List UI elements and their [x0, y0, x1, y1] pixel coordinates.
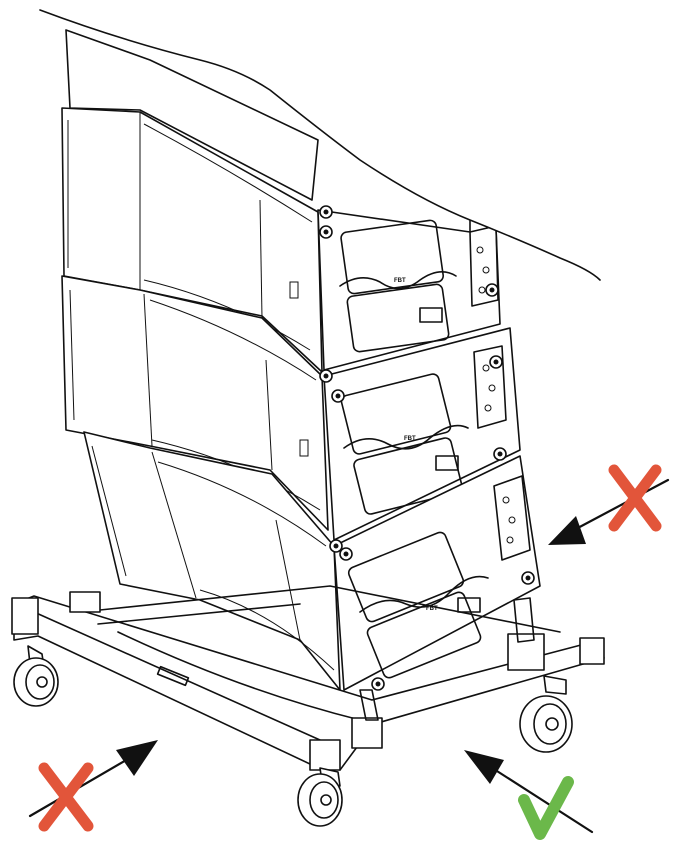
speaker-stack-front [61, 29, 341, 691]
link-bracket [351, 717, 383, 749]
wheel-front-left [13, 645, 59, 707]
arrow-head [464, 750, 504, 784]
caster-wheels [13, 645, 573, 827]
cover-sheet-edge [39, 9, 601, 281]
wheel-rear-right [519, 675, 573, 753]
corner-bracket [579, 637, 605, 665]
link-bracket [507, 633, 545, 671]
wheel-front-center [297, 767, 343, 827]
back-panel-3 [333, 455, 541, 691]
push-direction-arrows [28, 478, 670, 834]
corner-bracket [11, 597, 39, 635]
brand-label: FBT [426, 606, 438, 612]
rigging-pins [319, 205, 535, 691]
cover-sheet [40, 0, 681, 280]
brand-label: FBT [404, 436, 416, 442]
check-mark-icon [518, 776, 574, 840]
arrow-head [548, 516, 586, 545]
corner-bracket [309, 739, 341, 771]
x-mark-icon [608, 464, 662, 532]
arrow-head [116, 740, 158, 776]
brand-label: FBT [394, 278, 406, 284]
back-panel-2 [323, 327, 521, 541]
x-mark-icon [38, 762, 94, 832]
dolly-frame [11, 585, 605, 771]
speaker-stack-back [317, 179, 541, 691]
